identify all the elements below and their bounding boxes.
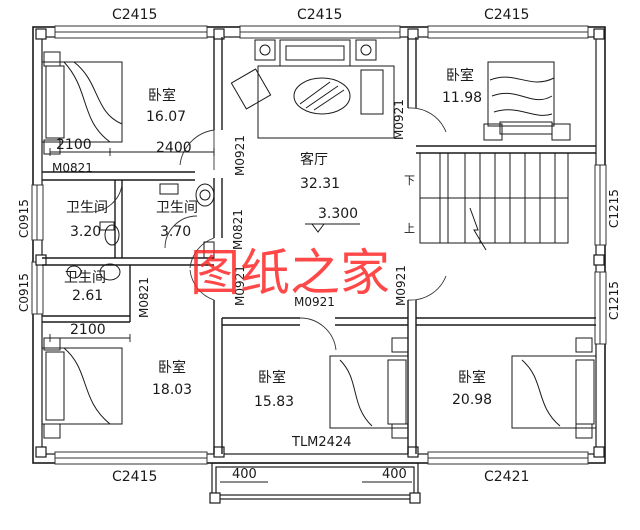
room-name-bedroom-4: 卧室	[258, 369, 286, 386]
room-name-bath-1: 卫生间	[66, 200, 108, 216]
beds	[41, 51, 597, 439]
room-name-bedroom-2: 卧室	[446, 67, 474, 84]
dim-400-right: 400	[382, 467, 407, 482]
room-name-bedroom-1: 卧室	[148, 87, 176, 104]
door-label-bedroom-tr: M0921	[392, 99, 406, 140]
room-area-living: 32.31	[300, 176, 340, 192]
door-label-bath-b: M0821	[137, 277, 151, 318]
door-labels: M0821 M0921 M0921 M0821 M0821 M0921 M092…	[52, 99, 408, 450]
room-area-bath-3: 2.61	[72, 288, 103, 304]
window-labels: C2415 C2415 C2415 C2415 C2421 C0915 C091…	[17, 7, 621, 485]
room-area-bedroom-2: 11.98	[442, 90, 482, 106]
window-label-top-right: C2415	[484, 7, 529, 23]
watermark: 图纸之家	[190, 244, 390, 302]
elevation-label: 3.300	[318, 206, 358, 222]
door-label-balcony: TLM2424	[291, 435, 351, 450]
columns	[35, 28, 605, 458]
window-label-bottom-left: C2415	[112, 469, 157, 485]
room-name-bedroom-5: 卧室	[458, 369, 486, 386]
room-area-bath-2: 3.70	[160, 224, 191, 240]
elevation-marker	[305, 223, 360, 233]
door-label-bedroom-bm: M0921	[294, 295, 335, 309]
bath-fixtures	[66, 183, 215, 281]
door-label-bedroom-br: M0921	[394, 265, 408, 306]
dim-2100-bottom: 2100	[70, 322, 106, 338]
room-area-bath-1: 3.20	[70, 224, 101, 240]
window-label-right-a: C1215	[607, 189, 621, 228]
window-symbols	[31, 25, 607, 465]
window-label-top-mid: C2415	[297, 7, 342, 23]
window-label-right-b: C1215	[607, 281, 621, 320]
door-label-living-lower-left: M0921	[233, 265, 247, 306]
dimension-lines	[49, 148, 412, 483]
dimension-labels: 2100 2400 2100 400 400	[56, 137, 407, 482]
room-name-bedroom-3: 卧室	[158, 359, 186, 376]
door-label-bath-a: M0821	[231, 209, 245, 250]
dim-2400: 2400	[156, 140, 192, 156]
window-label-bottom-right: C2421	[484, 469, 529, 485]
room-area-bedroom-5: 20.98	[452, 392, 492, 408]
living-room-sofa-set	[230, 39, 395, 139]
room-labels: 卧室 16.07 卧室 11.98 客厅 32.31 卫生间 3.20 卫生间 …	[64, 67, 492, 410]
stair-down-label: 下	[404, 174, 415, 187]
room-area-bedroom-1: 16.07	[146, 109, 186, 125]
stair-up-label: 上	[404, 222, 415, 235]
room-area-bedroom-4: 15.83	[254, 394, 294, 410]
window-label-left-a: C0915	[17, 199, 31, 238]
dim-2100-top: 2100	[56, 137, 92, 153]
dim-400-left: 400	[232, 467, 257, 482]
room-name-bath-2: 卫生间	[156, 200, 198, 216]
door-label-living-left: M0921	[233, 135, 247, 176]
room-name-bath-3: 卫生间	[64, 270, 106, 286]
balcony	[209, 462, 421, 504]
window-label-top-left: C2415	[112, 7, 157, 23]
door-swings	[89, 107, 447, 351]
room-area-bedroom-3: 18.03	[152, 382, 192, 398]
room-name-living: 客厅	[300, 151, 328, 168]
staircase	[419, 152, 569, 251]
door-label-bedroom-tl: M0821	[52, 161, 93, 175]
window-label-left-b: C0915	[17, 273, 31, 312]
